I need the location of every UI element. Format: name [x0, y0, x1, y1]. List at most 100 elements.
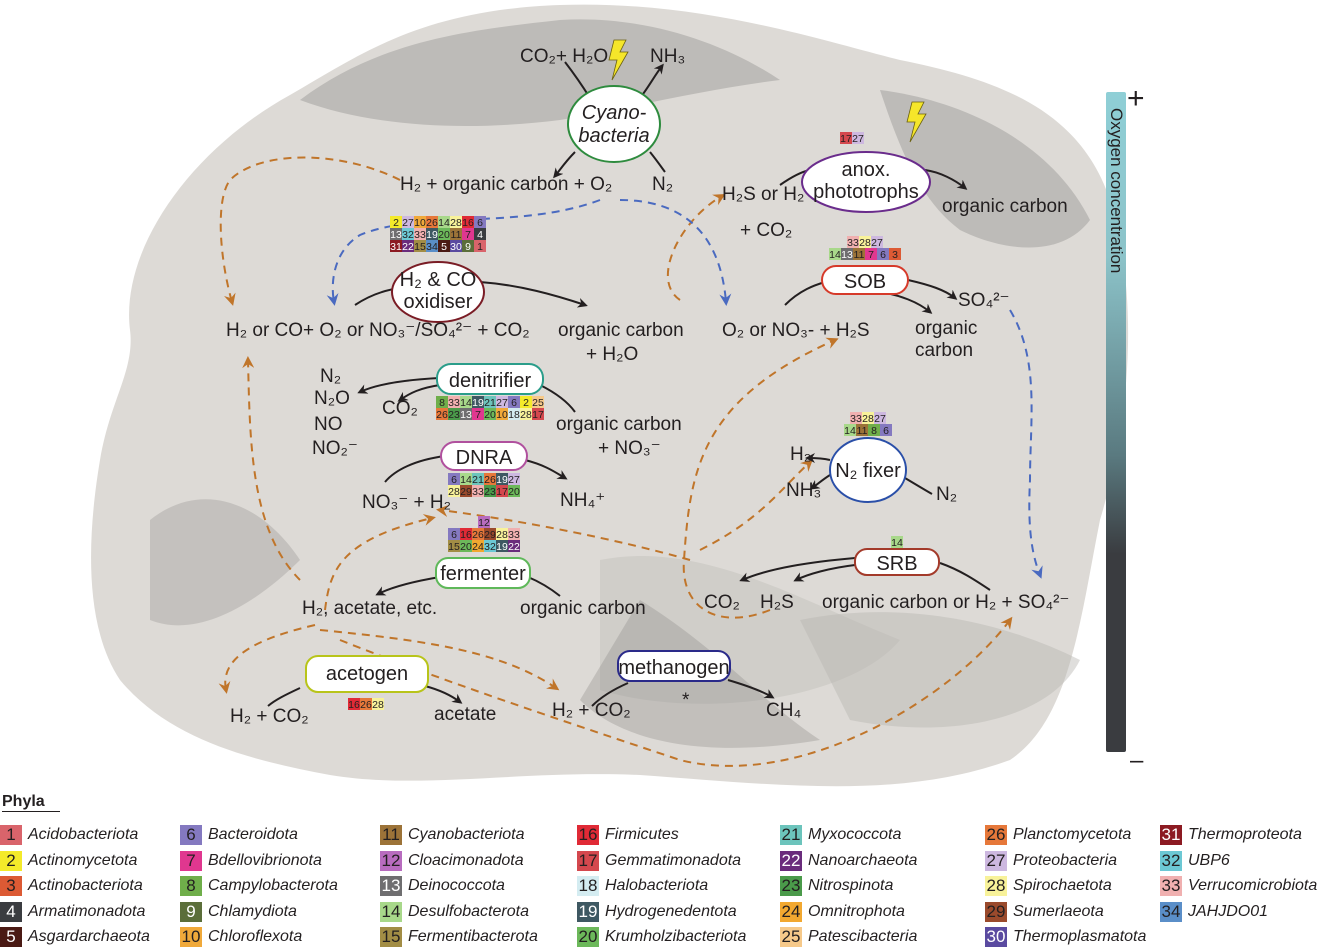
legend-label: Hydrogenedentota — [605, 902, 737, 920]
label-asterisk: * — [682, 690, 690, 711]
label-n2-fix: N₂ — [936, 484, 957, 505]
label-n2o: N₂O — [314, 388, 350, 409]
flow-so4-to-srb — [1009, 309, 1043, 579]
legend-label: Sumerlaeota — [1013, 902, 1104, 920]
label-no: NO — [314, 414, 343, 435]
legend-swatch: 29 — [985, 901, 1007, 922]
phyla-tiles-srb: 14 — [891, 536, 903, 549]
phylum-tile-6 — [880, 424, 892, 436]
legend-swatch: 7 — [180, 850, 202, 871]
legend-item: 13 Deinococcota — [380, 876, 505, 896]
lightning-icon-cyanobacteria — [608, 39, 629, 81]
label-nh4: NH₄⁺ — [560, 490, 605, 511]
phylum-tile-29 — [460, 485, 472, 497]
phylum-tile-number: 26 — [426, 217, 438, 229]
phylum-tile-number: 14 — [829, 249, 841, 261]
phylum-tile-32 — [402, 228, 414, 240]
phylum-tile-27 — [871, 236, 883, 248]
label-carbon: carbon — [915, 340, 973, 361]
phylum-tile-26 — [472, 528, 484, 540]
label-organic-carbon-anox: organic carbon — [942, 196, 1068, 217]
phylum-tile-number: 11 — [857, 425, 868, 437]
legend-label: Nitrospinota — [808, 877, 894, 894]
phylum-tile-number: 20 — [508, 486, 520, 498]
phylum-tile-number: 33 — [414, 229, 426, 241]
phylum-tile-17 — [532, 408, 544, 420]
phylum-tile-16 — [462, 216, 474, 228]
label-h2-organic-o2: H₂ + organic carbon + O₂ — [400, 174, 612, 195]
phylum-tile-number: 26 — [484, 474, 496, 486]
phylum-tile-number: 32 — [402, 229, 414, 241]
legend-swatch: 13 — [380, 876, 402, 896]
legend-label: JAHJDO01 — [1188, 902, 1269, 920]
phylum-tile-number: 22 — [508, 541, 520, 553]
legend-swatch: 22 — [780, 850, 802, 871]
anox-label: anox. — [842, 159, 891, 181]
phylum-tile-number: 33 — [850, 413, 862, 425]
phylum-tile-27 — [496, 396, 508, 408]
legend-label: Halobacteriota — [605, 877, 709, 894]
phylum-tile-14 — [438, 216, 450, 228]
dnra-label: DNRA — [456, 447, 513, 469]
legend-swatch: 5 — [0, 927, 22, 947]
legend-label: Thermoplasmatota — [1013, 928, 1147, 945]
reaction-arrows — [267, 61, 991, 707]
legend-label: Bdellovibrionota — [208, 851, 322, 869]
phylum-tile-number: 6 — [511, 397, 517, 409]
h2co-label-2: oxidiser — [404, 291, 473, 313]
phylum-tile-11 — [450, 228, 462, 240]
node-denitrifier: denitrifier — [436, 363, 544, 395]
phylum-tile-number: 33 — [847, 237, 859, 249]
label-acetate: acetate — [434, 704, 496, 725]
phylum-tile-29 — [484, 528, 496, 540]
phylum-tile-number: 20 — [460, 541, 472, 553]
phylum-tile-number: 1 — [477, 241, 483, 253]
flow-ferm-to-dnra — [324, 514, 436, 611]
phylum-tile-number: 2 — [393, 217, 399, 229]
phylum-tile-number: 16 — [348, 699, 360, 711]
phylum-tile-number: 2 — [523, 397, 529, 409]
legend-item: 34 JAHJDO01 — [1160, 901, 1269, 922]
phylum-tile-3 — [889, 248, 901, 260]
legend-swatch: 34 — [1160, 901, 1182, 922]
phylum-tile-number: 33 — [472, 486, 484, 498]
phylum-tile-8 — [436, 396, 448, 408]
phylum-tile-number: 28 — [496, 529, 508, 541]
legend-item: 29 Sumerlaeota — [985, 901, 1104, 922]
label-ch4: CH₄ — [766, 700, 801, 721]
legend-label: Deinococcota — [408, 877, 505, 894]
phylum-tile-7 — [462, 228, 474, 240]
phylum-tile-number: 15 — [414, 241, 426, 253]
phylum-tile-28 — [862, 412, 874, 424]
phylum-tile-number: 23 — [448, 409, 460, 421]
label-h2co-substrate: H₂ or CO+ O₂ or NO₃⁻/SO₄²⁻ + CO₂ — [226, 320, 530, 341]
phylum-tile-34 — [426, 240, 438, 252]
phylum-tile-number: 25 — [532, 397, 544, 409]
node-srb: SRB — [854, 548, 940, 576]
legend-swatch: 1 — [0, 825, 22, 845]
blue-flows — [326, 199, 1043, 579]
phylum-tile-number: 14 — [438, 217, 450, 229]
phylum-tile-21 — [472, 473, 484, 485]
phylum-tile-14 — [891, 536, 903, 548]
legend-label: Spirochaetota — [1013, 877, 1112, 894]
phylum-tile-15 — [448, 540, 460, 552]
phylum-tile-26 — [360, 698, 372, 710]
phylum-tile-number: 27 — [508, 474, 520, 486]
node-cyanobacteria: Cyano- bacteria — [567, 85, 661, 163]
label-co2-denit: CO₂ — [382, 398, 418, 419]
label-organic-carbon-ferm: organic carbon — [520, 598, 646, 619]
phylum-tile-number: 26 — [472, 529, 484, 541]
phylum-tile-6 — [448, 473, 460, 485]
legend-label: Chlamydiota — [208, 902, 297, 920]
phylum-tile-number: 6 — [451, 474, 457, 486]
legend-swatch: 2 — [0, 850, 22, 871]
